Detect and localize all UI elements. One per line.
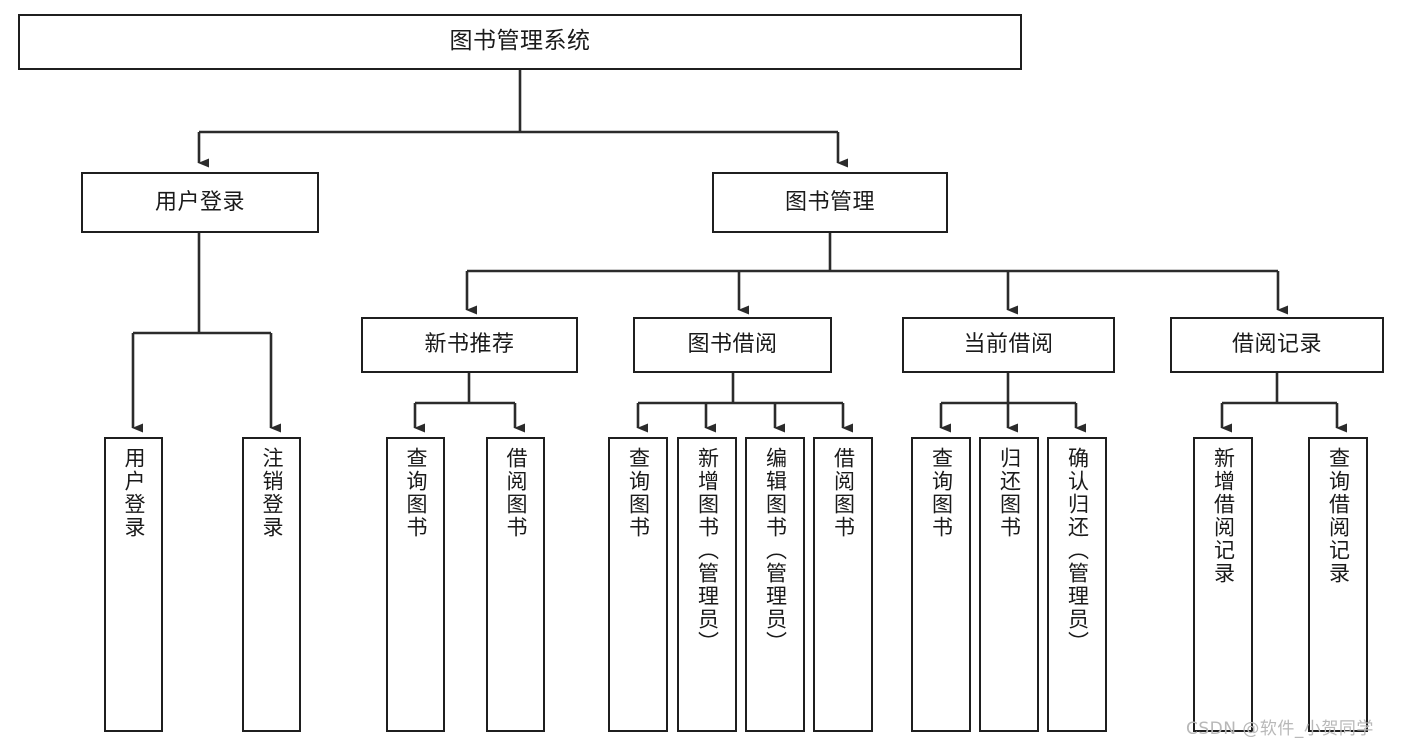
node-label: 借阅图书 bbox=[831, 447, 856, 539]
node-label: 用户登录 bbox=[154, 189, 245, 215]
node-label: 借阅记录 bbox=[1231, 332, 1322, 358]
node-label: 新增图书（管理员） bbox=[695, 447, 720, 654]
node-label: 借阅图书 bbox=[504, 447, 528, 539]
node-current-borrow[interactable]: 当前借阅 bbox=[902, 317, 1115, 373]
leaf-current-borrow-return[interactable]: 归还图书 bbox=[979, 437, 1039, 732]
node-label: 图书管理 bbox=[784, 189, 875, 215]
leaf-book-borrow-query[interactable]: 查询图书 bbox=[608, 437, 668, 732]
csdn-watermark: CSDN @软件_小贺同学 bbox=[1186, 719, 1374, 739]
leaf-user-login-login[interactable]: 用户登录 bbox=[104, 437, 163, 732]
leaf-current-borrow-query[interactable]: 查询图书 bbox=[911, 437, 971, 732]
node-label: 新增借阅记录 bbox=[1211, 447, 1236, 585]
node-book-borrow[interactable]: 图书借阅 bbox=[633, 317, 832, 373]
node-book-management[interactable]: 图书管理 bbox=[712, 172, 948, 233]
node-user-login[interactable]: 用户登录 bbox=[81, 172, 319, 233]
node-label: 查询图书 bbox=[626, 447, 651, 539]
node-label: 当前借阅 bbox=[963, 332, 1054, 358]
node-label: 图书管理系统 bbox=[449, 28, 591, 55]
leaf-borrow-record-query[interactable]: 查询借阅记录 bbox=[1308, 437, 1368, 732]
leaf-borrow-record-add[interactable]: 新增借阅记录 bbox=[1193, 437, 1253, 732]
leaf-current-borrow-confirm-return[interactable]: 确认归还（管理员） bbox=[1047, 437, 1107, 732]
leaf-new-book-query[interactable]: 查询图书 bbox=[386, 437, 445, 732]
leaf-book-borrow-edit[interactable]: 编辑图书（管理员） bbox=[745, 437, 805, 732]
node-label: 查询图书 bbox=[929, 447, 954, 539]
leaf-new-book-borrow[interactable]: 借阅图书 bbox=[486, 437, 545, 732]
node-label: 归还图书 bbox=[997, 447, 1022, 539]
node-label: 查询图书 bbox=[404, 447, 428, 539]
leaf-book-borrow-borrow[interactable]: 借阅图书 bbox=[813, 437, 873, 732]
node-label: 确认归还（管理员） bbox=[1065, 447, 1090, 654]
node-borrow-record[interactable]: 借阅记录 bbox=[1170, 317, 1384, 373]
node-label: 查询借阅记录 bbox=[1326, 447, 1351, 585]
node-label: 新书推荐 bbox=[424, 332, 515, 358]
node-new-book-recommend[interactable]: 新书推荐 bbox=[361, 317, 578, 373]
node-root-book-management-system[interactable]: 图书管理系统 bbox=[18, 14, 1022, 70]
leaf-user-login-logout[interactable]: 注销登录 bbox=[242, 437, 301, 732]
node-label: 注销登录 bbox=[260, 447, 284, 539]
node-label: 图书借阅 bbox=[687, 332, 778, 358]
node-label: 用户登录 bbox=[122, 447, 146, 539]
node-label: 编辑图书（管理员） bbox=[763, 447, 788, 654]
leaf-book-borrow-add[interactable]: 新增图书（管理员） bbox=[677, 437, 737, 732]
